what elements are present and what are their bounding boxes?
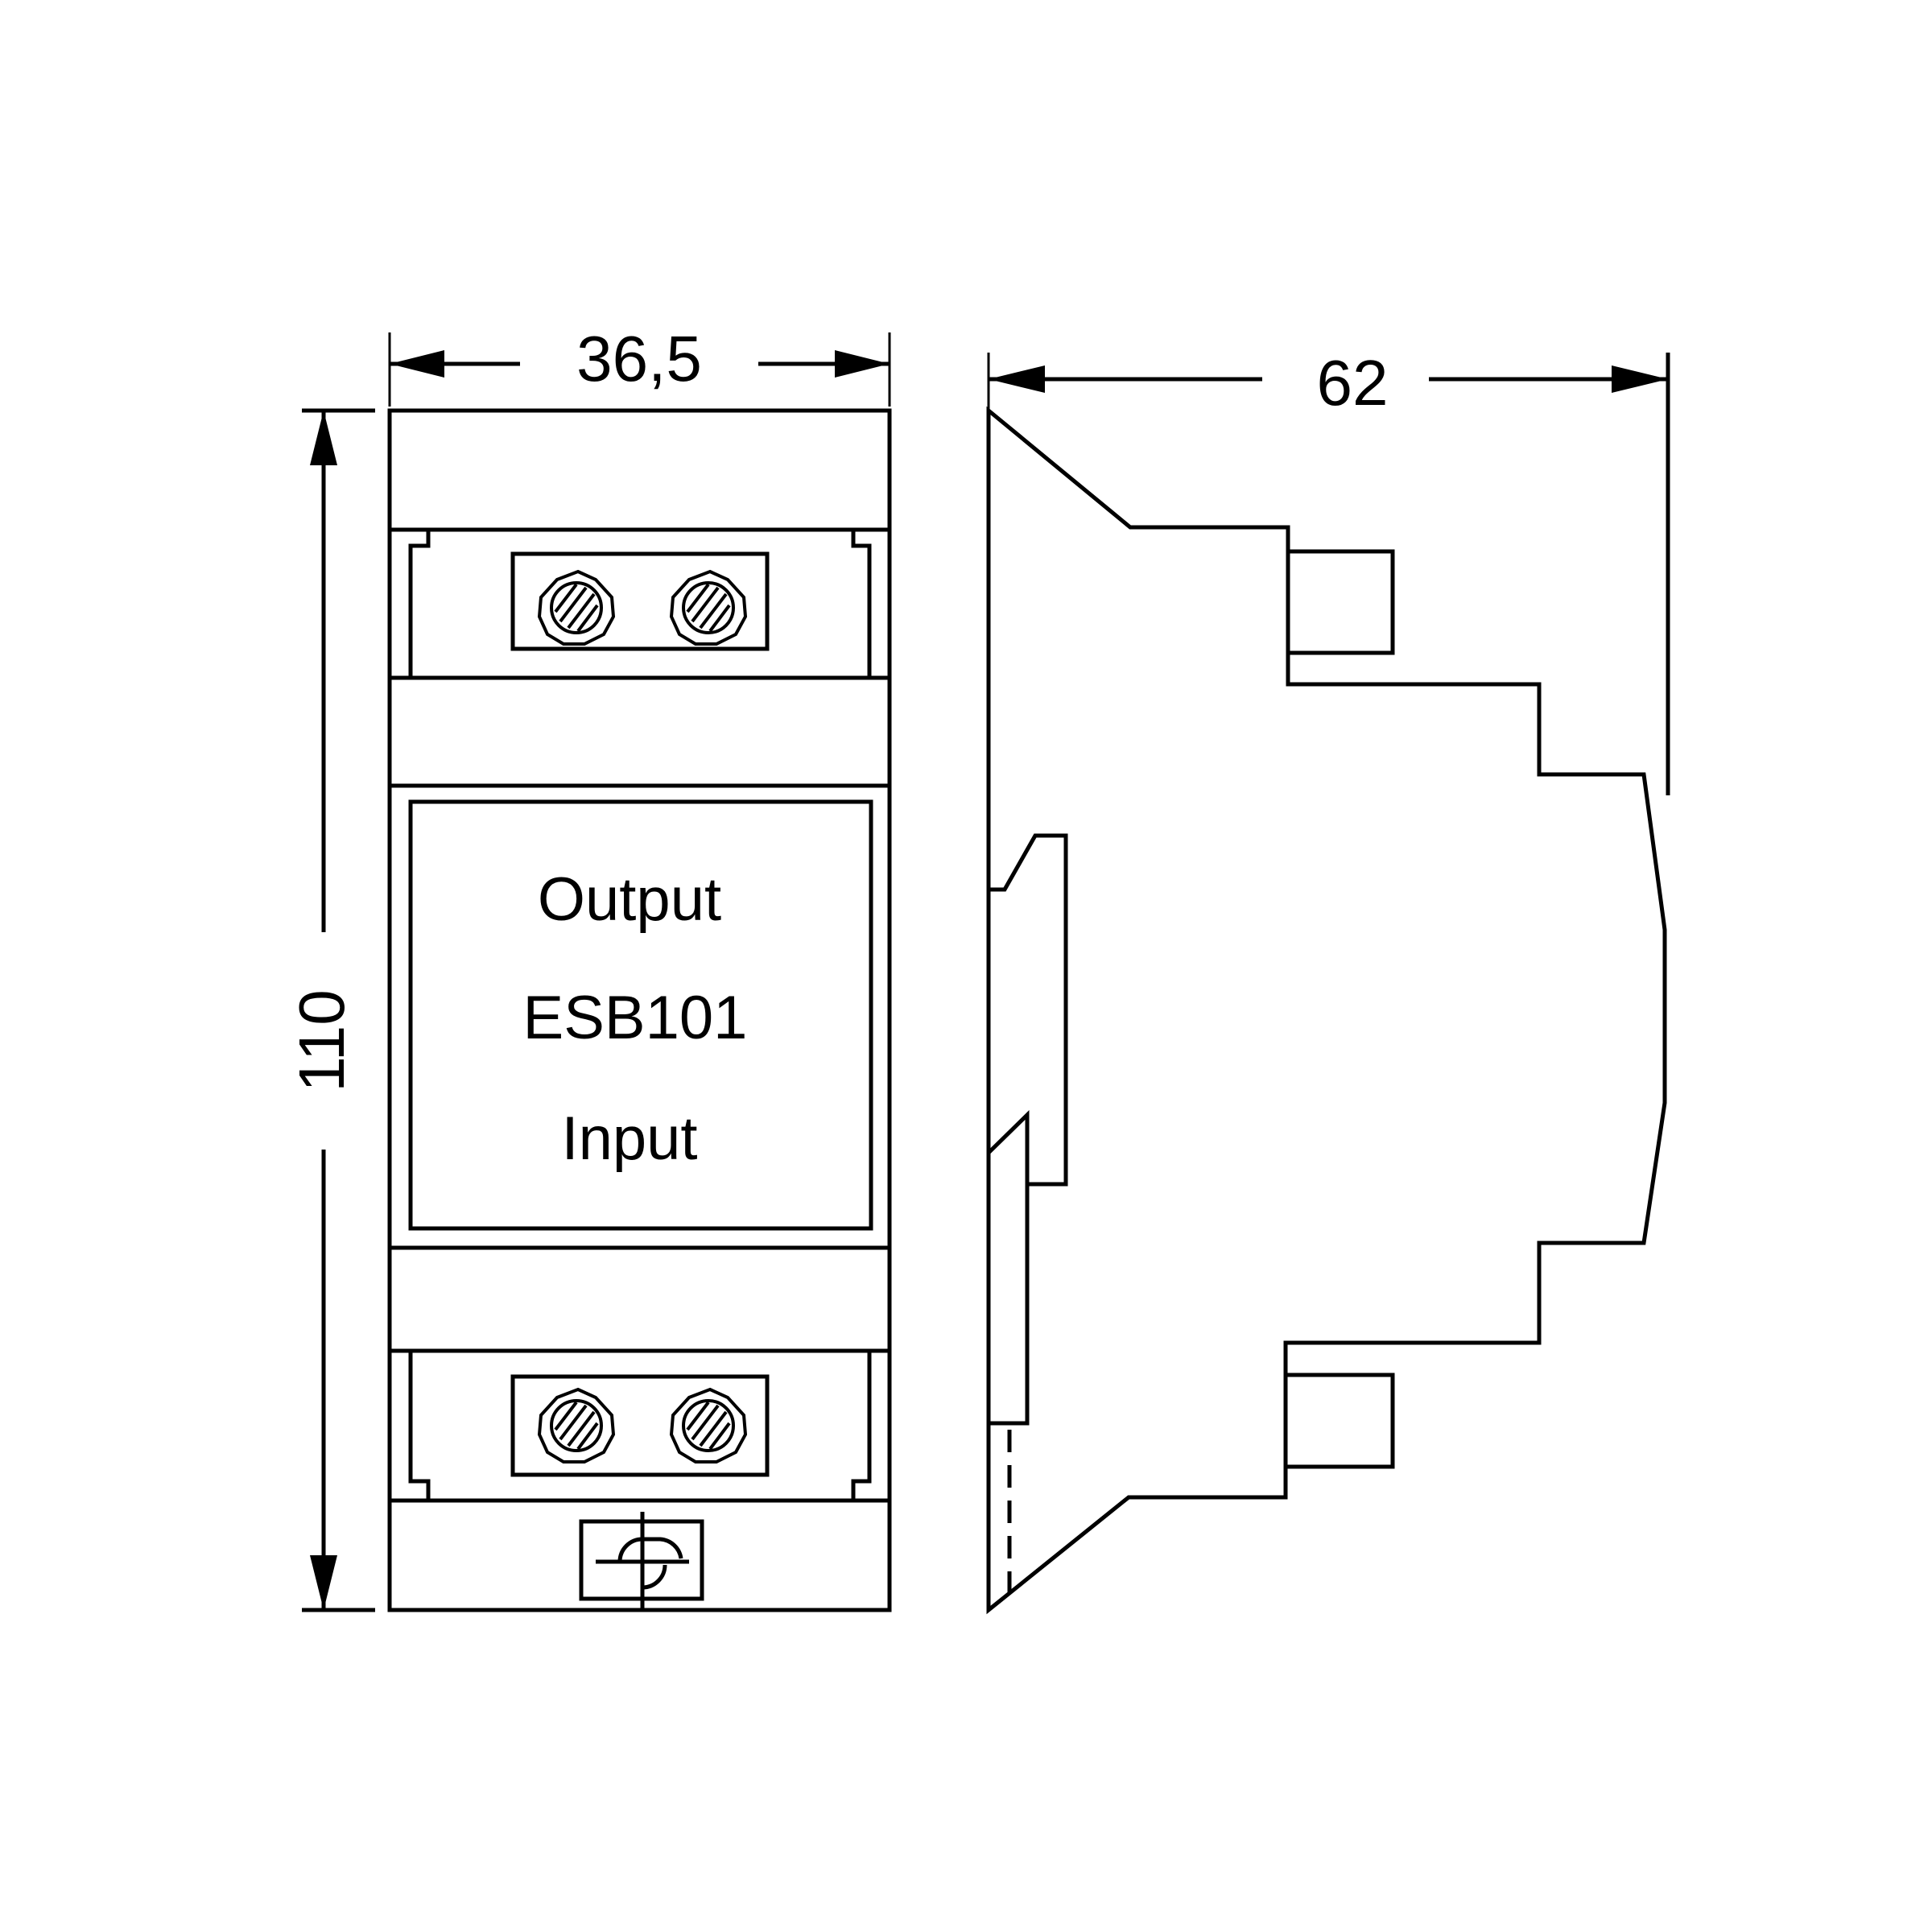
bottom-connector (1283, 1373, 1395, 1469)
din-clip (987, 1110, 1030, 1184)
label-model: ESB101 (523, 984, 748, 1052)
height-value: 110 (286, 989, 357, 1092)
screw-icon (669, 569, 748, 646)
label-panel (408, 799, 873, 1231)
screw-icon (669, 1387, 748, 1463)
side-view (986, 406, 1667, 1615)
arrow-up (310, 411, 337, 465)
rotate-arrow-icon (617, 1537, 683, 1563)
bottom-terminal-housing (408, 1351, 872, 1501)
label-input: Input (561, 1104, 697, 1173)
bottom-terminal-block (510, 1374, 770, 1477)
width-dimension: 36,5 (388, 323, 891, 407)
depth-dimension: 62 (987, 347, 1670, 795)
top-connector (1286, 549, 1395, 655)
height-dimension: 110 (286, 408, 375, 1612)
depth-value: 62 (1317, 347, 1389, 419)
side-profile (986, 406, 1667, 1615)
arrow-left (989, 365, 1045, 393)
din-clip-release (579, 1512, 704, 1608)
arrow-right (835, 350, 890, 378)
arrow-down (310, 1555, 337, 1610)
width-value: 36,5 (576, 323, 702, 394)
front-outline (387, 408, 892, 1612)
arrow-left (390, 350, 444, 378)
arrow-right (1612, 365, 1668, 393)
screw-icon (537, 569, 616, 646)
label-output: Output (538, 865, 721, 934)
top-terminal-housing (408, 530, 872, 678)
top-terminal-block (510, 551, 770, 651)
front-view: Output ESB101 Input (387, 408, 892, 1612)
screw-icon (537, 1387, 616, 1463)
din-rail-notch (989, 833, 1068, 1187)
